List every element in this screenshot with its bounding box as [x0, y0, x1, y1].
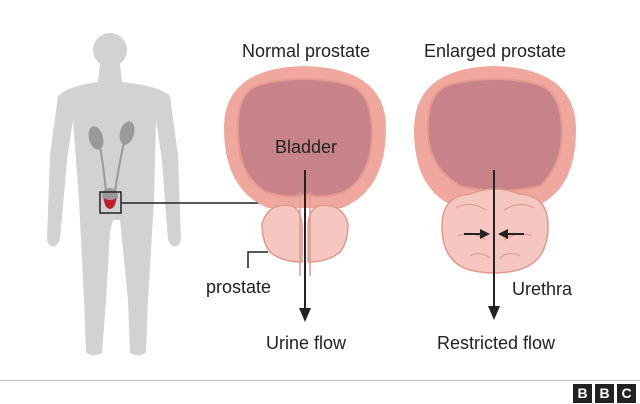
enlarged-bladder-inner: [426, 78, 564, 192]
urinary-organs: [88, 121, 135, 214]
restricted-flow-label: Restricted flow: [436, 333, 556, 353]
prostate-highlight: [104, 198, 116, 209]
prostate-label: prostate: [206, 277, 272, 297]
bbc-logo-letter: B: [595, 384, 614, 403]
torso-and-limbs: [47, 64, 181, 356]
prostate-diagram: [47, 33, 576, 356]
bbc-logo-letter: B: [573, 384, 592, 403]
body-silhouette: [47, 33, 181, 356]
normal-prostate-illustration: [224, 66, 386, 322]
bladder-label: Bladder: [274, 137, 338, 157]
squeeze-arrow-left-head: [480, 229, 490, 239]
urine-flow-label: Urine flow: [265, 333, 347, 353]
bbc-logo-letter: C: [617, 384, 636, 403]
footer-divider: [0, 380, 640, 381]
normal-prostate-lobe-right: [307, 204, 349, 263]
head: [93, 33, 127, 67]
enlarged-prostate-title: Enlarged prostate: [423, 41, 567, 61]
urine-flow-arrowhead: [299, 308, 311, 322]
normal-bladder-inner: [236, 78, 374, 198]
squeeze-arrow-right-head: [498, 229, 508, 239]
urethra-label: Urethra: [512, 279, 573, 299]
kidney-right: [119, 121, 135, 145]
normal-prostate-lobe-left: [261, 204, 303, 263]
ureters: [99, 141, 125, 193]
normal-urethra-tube: [299, 192, 311, 276]
prostate-label-leader: [247, 251, 268, 268]
bbc-logo: B B C: [573, 384, 636, 403]
normal-prostate-title: Normal prostate: [241, 41, 371, 61]
kidney-left: [88, 126, 104, 150]
restricted-flow-arrowhead: [488, 306, 500, 320]
enlarged-prostate-illustration: [414, 66, 576, 320]
